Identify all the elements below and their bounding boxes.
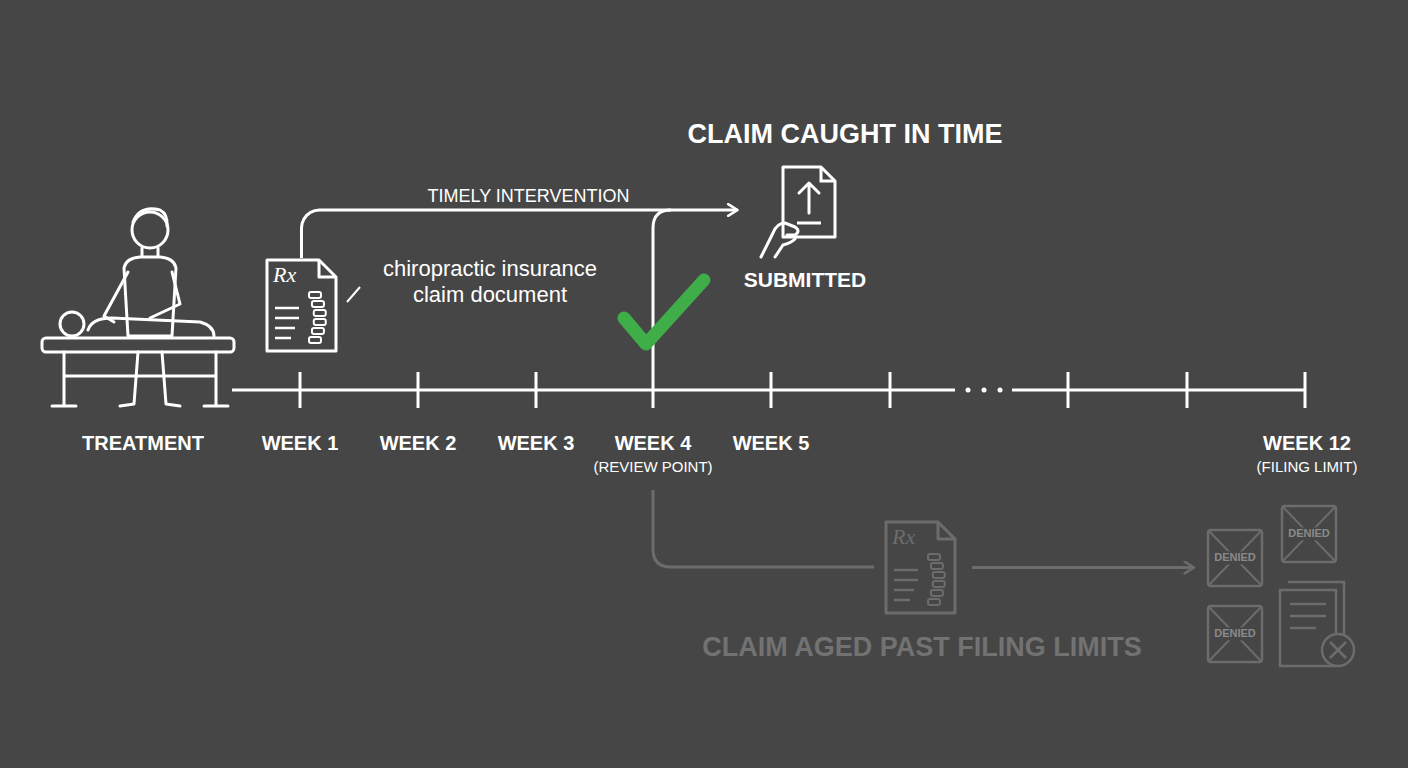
- timeline-label: WEEK 5: [733, 432, 810, 455]
- practitioner-hair: [133, 209, 167, 226]
- timeline-note: (FILING LIMIT): [1257, 458, 1358, 475]
- claim-document: Rxchiropractic insurance claim document: [265, 258, 338, 353]
- vertebra: [309, 292, 321, 298]
- vertebra: [931, 590, 943, 596]
- document-caption: chiropractic insurance claim document: [355, 256, 625, 309]
- document-fold: [319, 260, 336, 277]
- practitioner-neck: [142, 248, 158, 256]
- branch-heading: CLAIM AGED PAST FILING LIMITS: [702, 632, 1141, 663]
- patient-body: [88, 318, 214, 336]
- document-outline: [886, 522, 955, 613]
- document-lines: [797, 222, 821, 225]
- practitioner-torso: [124, 257, 176, 336]
- upload-arrow: [799, 183, 819, 213]
- practitioner-legs: [120, 352, 180, 406]
- timeline-label: TREATMENT: [82, 432, 204, 455]
- document-fold: [821, 167, 835, 181]
- denied-stamp: [1208, 606, 1262, 662]
- vertebra: [928, 599, 940, 605]
- vertebra: [312, 328, 324, 334]
- ellipsis-dot: [982, 388, 987, 393]
- ellipsis-dot: [966, 388, 971, 393]
- vertebra: [312, 301, 324, 307]
- branch-heading: CLAIM CAUGHT IN TIME: [688, 119, 1003, 150]
- document-outline: [267, 260, 336, 351]
- leader-line: [347, 287, 360, 302]
- spine-symbol: [309, 292, 326, 343]
- practitioner-arm: [104, 272, 128, 322]
- vertebra: [933, 572, 945, 578]
- timeline-note: (REVIEW POINT): [593, 458, 712, 475]
- timeline-label: WEEK 4: [615, 432, 692, 455]
- denied-pile: DENIED DENIED DENIED: [1196, 500, 1366, 672]
- vertebra: [931, 563, 943, 569]
- timeline-label: WEEK 3: [498, 432, 575, 455]
- rejected-document: [1280, 582, 1354, 666]
- review-branch-line: [653, 210, 671, 372]
- rx-mark: Rx: [273, 262, 296, 288]
- rx-mark: Rx: [892, 524, 915, 550]
- denied-stamp-text: DENIED: [1212, 627, 1258, 640]
- connector-arrow: [302, 210, 738, 258]
- hand-symbol: [761, 223, 798, 257]
- practitioner-arm: [150, 272, 180, 318]
- document-lines: [275, 308, 299, 338]
- ellipsis-dot: [998, 388, 1003, 393]
- check-mark: [624, 280, 704, 344]
- timeline-label: WEEK 1: [262, 432, 339, 455]
- timeline-ticks: [300, 372, 1305, 408]
- node-label: SUBMITTED: [744, 267, 867, 292]
- patient-head: [60, 312, 84, 336]
- submitted-icon: SUBMITTED: [740, 163, 871, 295]
- denied-stamp: [1208, 530, 1262, 586]
- timeline-label: WEEK 12: [1263, 432, 1351, 455]
- vertebra: [928, 554, 940, 560]
- aged-claim-document: Rx: [884, 520, 958, 615]
- treatment-table: [42, 338, 234, 352]
- chiropractor-figure: [42, 209, 234, 406]
- aged-branch-line: [653, 490, 874, 567]
- document-lines: [894, 570, 918, 600]
- table-legs: [52, 352, 228, 406]
- timeline-axis: [232, 389, 1305, 392]
- vertebra: [314, 319, 326, 325]
- denied-pile-outline: [1196, 500, 1366, 672]
- connector-arrow: [972, 566, 1194, 569]
- document-fold: [938, 522, 955, 539]
- denied-stamp-text: DENIED: [1286, 527, 1332, 540]
- vertebra: [314, 310, 326, 316]
- denied-stamp-text: DENIED: [1212, 551, 1258, 564]
- timeline-label: WEEK 2: [380, 432, 457, 455]
- vertebra: [309, 337, 321, 343]
- submitted-icon-outline: [755, 163, 855, 259]
- connector-label: TIMELY INTERVENTION: [423, 186, 633, 207]
- denied-stamp: [1282, 506, 1336, 562]
- spine-symbol: [928, 554, 945, 605]
- practitioner-head: [132, 212, 168, 248]
- vertebra: [933, 581, 945, 587]
